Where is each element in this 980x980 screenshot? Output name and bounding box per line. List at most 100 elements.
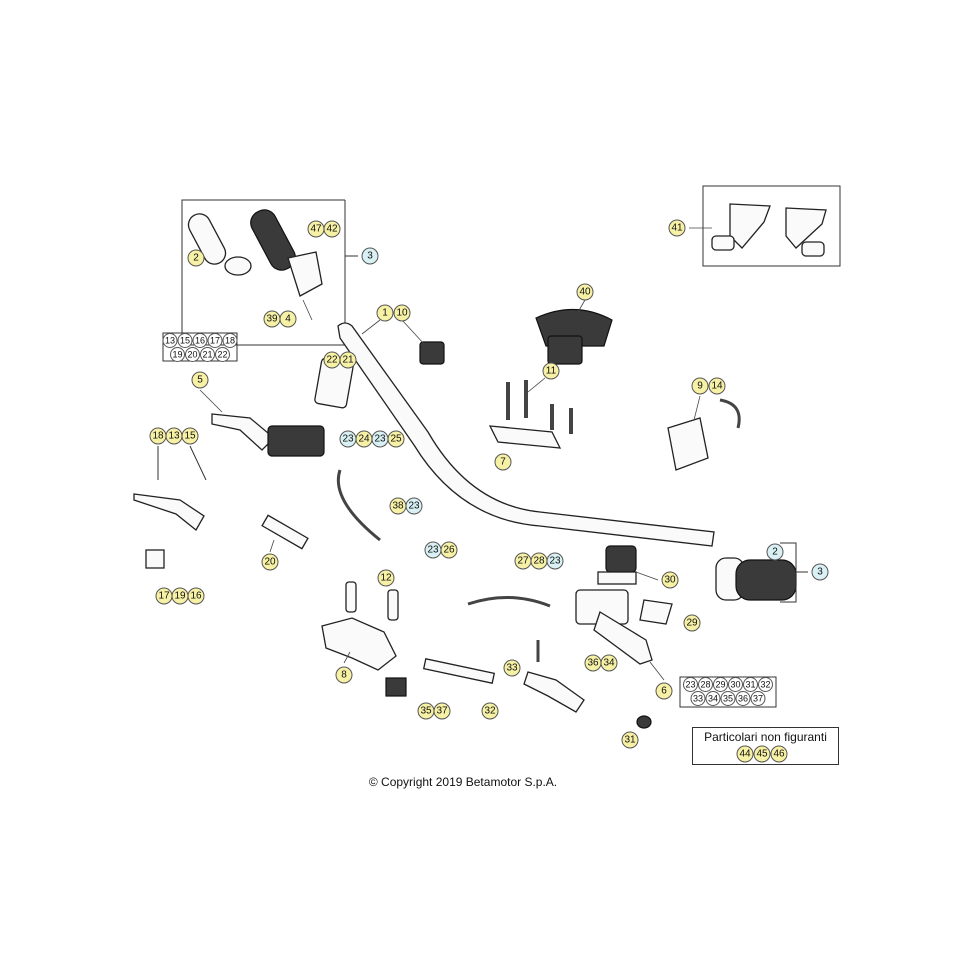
callout-16[interactable]: 16 (187, 587, 205, 605)
handguard-left-icon (729, 203, 771, 249)
group-callout-36[interactable]: 36 (735, 691, 751, 706)
callout-13[interactable]: 13 (165, 427, 183, 445)
callout-6[interactable]: 6 (655, 682, 673, 700)
callout-47[interactable]: 47 (307, 220, 325, 238)
callout-11[interactable]: 11 (542, 362, 560, 380)
callout-34[interactable]: 34 (600, 654, 618, 672)
svg-text:39: 39 (266, 314, 278, 325)
callout-23[interactable]: 23 (424, 541, 442, 559)
svg-text:31: 31 (745, 680, 755, 690)
callout-38[interactable]: 38 (389, 497, 407, 515)
brake-hose-icon (467, 596, 551, 608)
callout-4[interactable]: 4 (279, 310, 297, 328)
svg-text:28: 28 (533, 556, 545, 567)
svg-text:36: 36 (738, 694, 748, 704)
group-callout-13[interactable]: 13 (162, 333, 178, 348)
callout-12[interactable]: 12 (377, 569, 395, 587)
svg-text:19: 19 (172, 350, 182, 360)
callout-41[interactable]: 41 (668, 219, 686, 237)
group-callout-16[interactable]: 16 (192, 333, 208, 348)
callout-27[interactable]: 27 (514, 552, 532, 570)
callout-37[interactable]: 37 (433, 702, 451, 720)
group-callout-30[interactable]: 30 (728, 677, 743, 692)
callout-31[interactable]: 31 (621, 731, 639, 749)
grip-right-icon (735, 559, 797, 601)
right-switch-icon (667, 417, 709, 471)
callout-39[interactable]: 39 (263, 310, 281, 328)
group-callout-19[interactable]: 19 (170, 347, 185, 362)
group-callout-20[interactable]: 20 (185, 347, 200, 362)
svg-text:4: 4 (285, 314, 291, 325)
callout-24[interactable]: 24 (355, 430, 373, 448)
svg-text:28: 28 (700, 680, 710, 690)
callout-42[interactable]: 42 (323, 220, 341, 238)
svg-text:23: 23 (342, 434, 354, 445)
callout-7[interactable]: 7 (494, 453, 512, 471)
callout-36[interactable]: 36 (584, 654, 602, 672)
callout-5[interactable]: 5 (191, 371, 209, 389)
callout-29[interactable]: 29 (683, 614, 701, 632)
callout-3[interactable]: 3 (361, 247, 379, 265)
group-callout-34[interactable]: 34 (705, 691, 721, 706)
group-callout-35[interactable]: 35 (720, 691, 736, 706)
callout-23[interactable]: 23 (339, 430, 357, 448)
callout-2[interactable]: 2 (766, 543, 784, 561)
callout-1[interactable]: 1 (376, 304, 394, 322)
callout-35[interactable]: 35 (417, 702, 435, 720)
svg-text:23: 23 (549, 556, 561, 567)
svg-text:37: 37 (436, 706, 448, 717)
nut-icon (636, 715, 652, 729)
callout-40[interactable]: 40 (576, 283, 594, 301)
callout-28[interactable]: 28 (530, 552, 548, 570)
group-callout-28[interactable]: 28 (698, 677, 713, 692)
callout-32[interactable]: 32 (481, 702, 499, 720)
group-callout-17[interactable]: 17 (207, 333, 223, 348)
clutch-lever-icon (211, 413, 275, 451)
group-callout-18[interactable]: 18 (222, 333, 238, 348)
group-callout-22[interactable]: 22 (215, 347, 230, 362)
group-callout-29[interactable]: 29 (713, 677, 728, 692)
svg-text:24: 24 (358, 434, 370, 445)
callout-26[interactable]: 26 (440, 541, 458, 559)
lower-clamp-icon (321, 617, 397, 671)
callout-18[interactable]: 18 (149, 427, 167, 445)
svg-text:13: 13 (168, 431, 180, 442)
callout-15[interactable]: 15 (181, 427, 199, 445)
callout-17[interactable]: 17 (155, 587, 173, 605)
svg-text:33: 33 (693, 694, 703, 704)
note-callout-45[interactable]: 45 (753, 745, 771, 763)
callout-25[interactable]: 25 (387, 430, 405, 448)
group-callout-37[interactable]: 37 (750, 691, 766, 706)
grip-left-icon (187, 213, 227, 265)
cable-adjuster-icon (422, 658, 496, 684)
callout-2[interactable]: 2 (187, 249, 205, 267)
callout-33[interactable]: 33 (503, 659, 521, 677)
note-callout-46[interactable]: 46 (770, 745, 788, 763)
screw-icon (302, 299, 313, 321)
callout-30[interactable]: 30 (661, 571, 679, 589)
callout-22[interactable]: 22 (323, 351, 341, 369)
callout-3[interactable]: 3 (811, 563, 829, 581)
callout-19[interactable]: 19 (171, 587, 189, 605)
group-callout-31[interactable]: 31 (743, 677, 758, 692)
callout-9[interactable]: 9 (691, 377, 709, 395)
callout-20[interactable]: 20 (261, 553, 279, 571)
group-callout-23[interactable]: 23 (683, 677, 698, 692)
group-callout-15[interactable]: 15 (177, 333, 193, 348)
note-title: Particolari non figuranti (704, 730, 827, 744)
group-callout-21[interactable]: 21 (200, 347, 215, 362)
callout-23[interactable]: 23 (405, 497, 423, 515)
note-callout-44[interactable]: 44 (736, 745, 754, 763)
group-callout-32[interactable]: 32 (758, 677, 773, 692)
callout-8[interactable]: 8 (335, 666, 353, 684)
callout-23[interactable]: 23 (371, 430, 389, 448)
callout-23[interactable]: 23 (546, 552, 564, 570)
group-callout-33[interactable]: 33 (690, 691, 706, 706)
callout-21[interactable]: 21 (339, 351, 357, 369)
handguard-kit-box (689, 185, 841, 267)
svg-text:23: 23 (408, 501, 420, 512)
svg-text:8: 8 (341, 670, 347, 681)
callout-10[interactable]: 10 (393, 304, 411, 322)
svg-text:15: 15 (180, 336, 190, 346)
callout-14[interactable]: 14 (708, 377, 726, 395)
